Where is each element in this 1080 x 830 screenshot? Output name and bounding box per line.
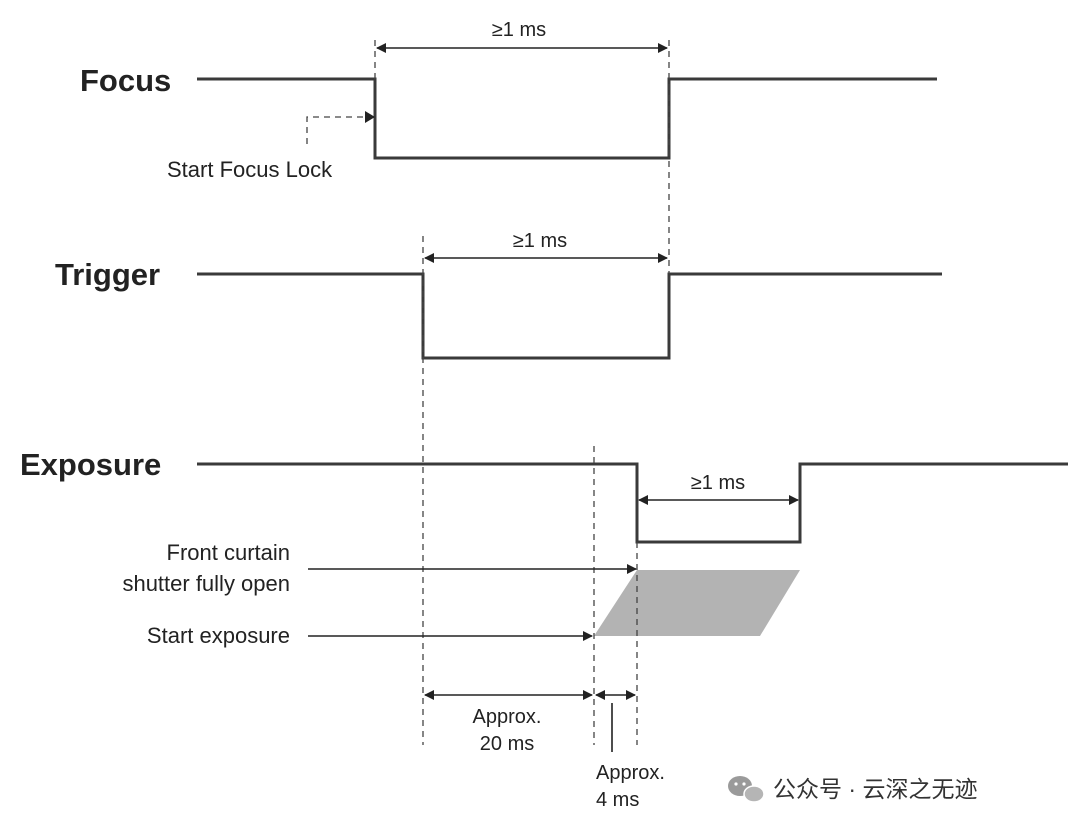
approx-4-label-line1: Approx.	[596, 762, 665, 784]
focus-duration-label: ≥1 ms	[492, 19, 546, 41]
approx-20-label-line2: 20 ms	[480, 733, 534, 755]
start-focus-lock-label: Start Focus Lock	[167, 157, 333, 182]
exposure-region	[594, 570, 800, 636]
exposure-duration-label: ≥1 ms	[691, 472, 745, 494]
watermark-text: 公众号 · 云深之无迹	[773, 776, 977, 802]
focus-lock-arrowhead	[365, 111, 375, 123]
front-curtain-label-line1: Front curtain	[167, 540, 291, 565]
focus-label: Focus	[80, 63, 171, 98]
start-exposure-label: Start exposure	[147, 623, 290, 648]
trigger-waveform	[197, 272, 942, 360]
approx-4-label-line2: 4 ms	[596, 789, 639, 811]
exposure-waveform	[197, 462, 1068, 544]
focus-lock-pointer	[306, 116, 365, 144]
trigger-duration-label: ≥1 ms	[513, 230, 567, 252]
focus-waveform	[197, 77, 937, 160]
trigger-label: Trigger	[55, 257, 160, 292]
front-curtain-label-line2: shutter fully open	[122, 571, 290, 596]
wechat-icon	[728, 776, 765, 803]
approx-20-label-line1: Approx.	[473, 706, 542, 728]
exposure-label: Exposure	[20, 447, 161, 482]
